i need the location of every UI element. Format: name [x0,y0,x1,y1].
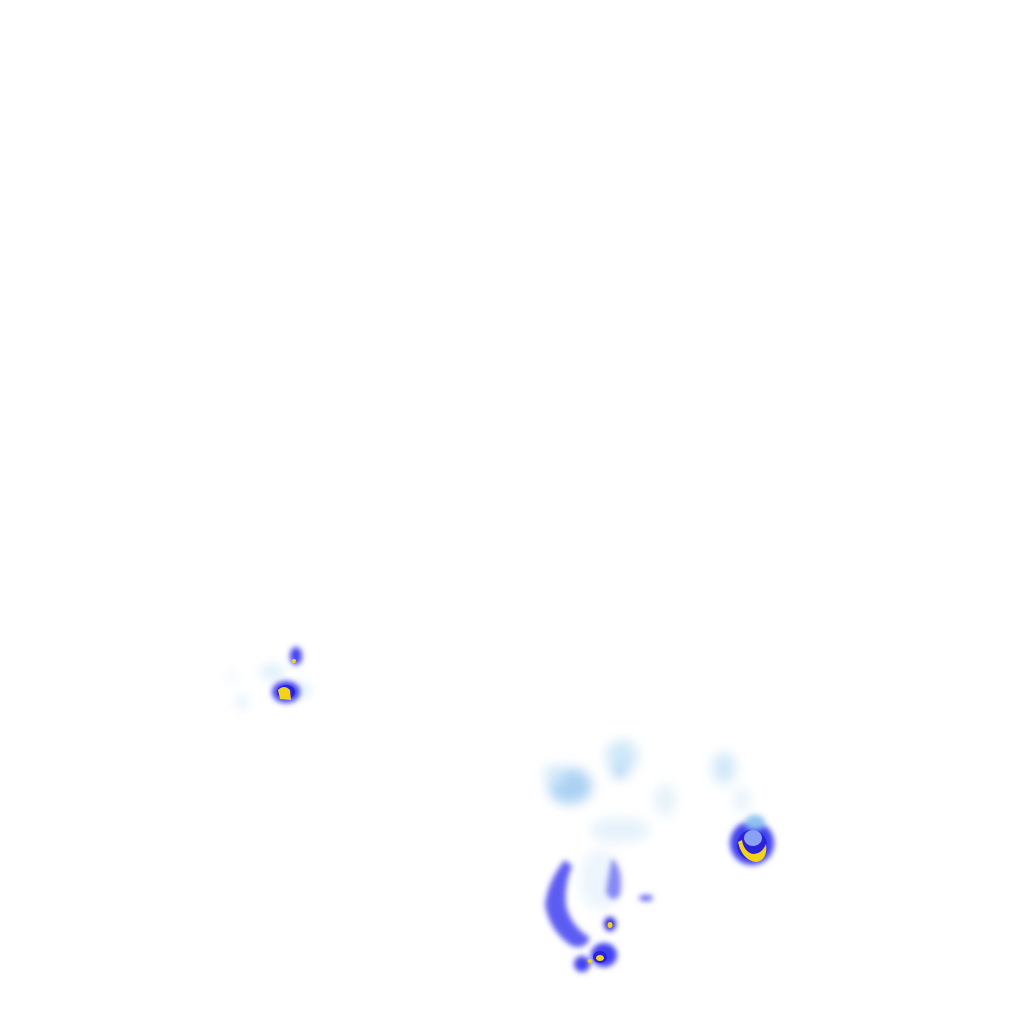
radar-cell-south [545,740,675,972]
radar-cell-west [224,647,310,707]
radar-cell-east [712,752,774,865]
